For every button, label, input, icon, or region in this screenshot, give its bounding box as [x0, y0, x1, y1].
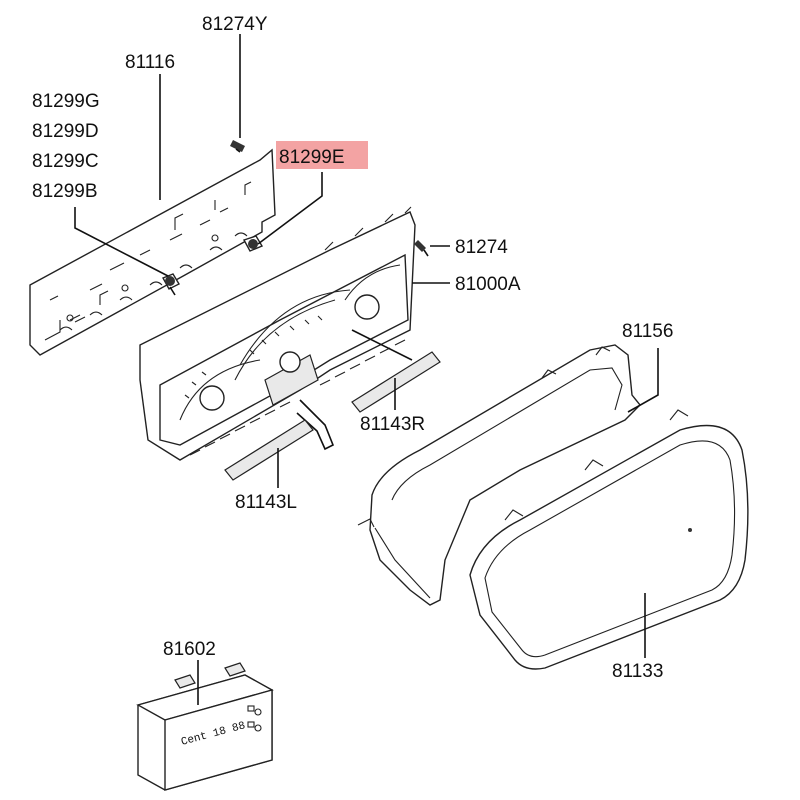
- label-81000A: 81000A: [455, 274, 521, 295]
- light-guide-right: [351, 351, 441, 413]
- label-81299D: 81299D: [32, 121, 99, 142]
- label-81133: 81133: [612, 661, 663, 682]
- label-81274: 81274: [455, 237, 508, 258]
- leader-lines: [74, 34, 659, 705]
- part-labels: 81274Y 81116 81299G 81299D 81299C 81299B…: [32, 14, 673, 682]
- cluster-hood: [357, 344, 641, 606]
- label-81116: 81116: [125, 52, 175, 73]
- label-81299E: 81299E: [279, 147, 345, 168]
- cluster-lens: [469, 409, 749, 670]
- screw-81274: [414, 240, 429, 257]
- screw-81274Y: [230, 140, 245, 153]
- label-81143L: 81143L: [235, 492, 297, 513]
- label-81274Y: 81274Y: [202, 14, 268, 35]
- circuit-board: [29, 148, 276, 356]
- highlight-81299E: [276, 141, 368, 169]
- label-81299G: 81299G: [32, 91, 100, 112]
- label-81143R: 81143R: [360, 414, 425, 435]
- label-81299B: 81299B: [32, 181, 98, 202]
- instrument-cluster: [139, 206, 416, 461]
- clock-module: Cent 18 88: [136, 662, 274, 791]
- bulb-socket-left: [162, 273, 180, 296]
- bulb-socket-right: [242, 235, 264, 252]
- label-81156: 81156: [622, 321, 673, 342]
- label-81602: 81602: [163, 639, 216, 660]
- label-81299C: 81299C: [32, 151, 99, 172]
- light-guide-left: [224, 419, 314, 481]
